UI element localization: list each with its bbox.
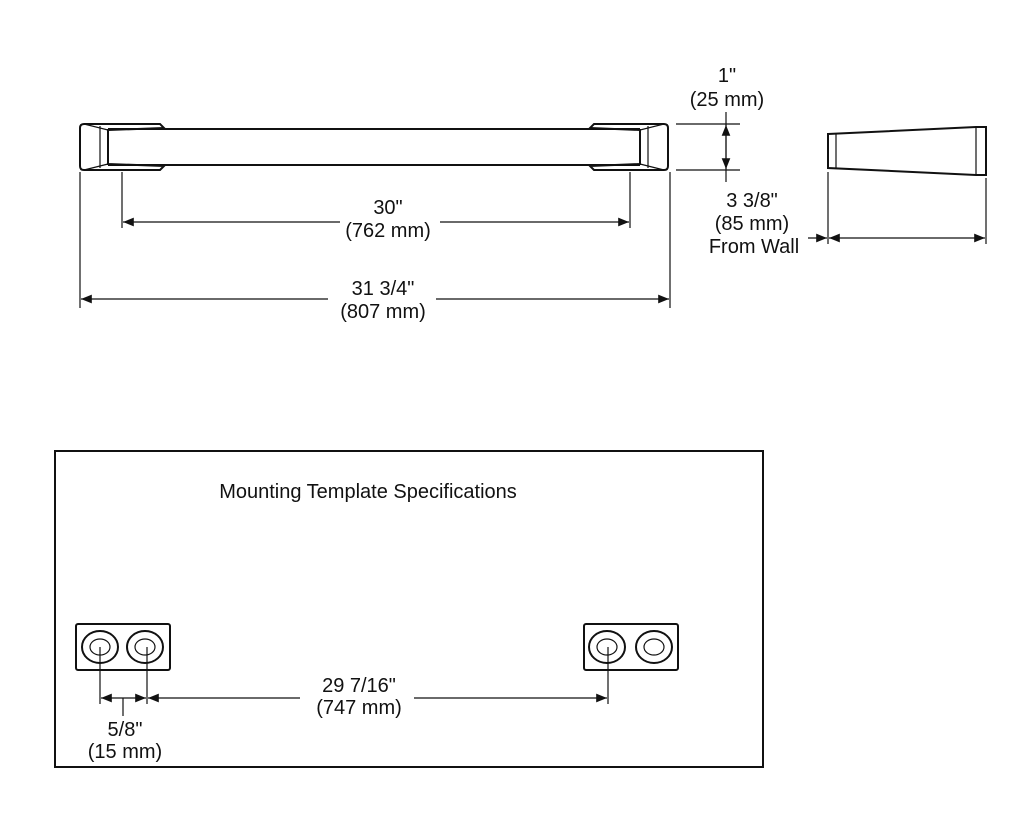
spacing-dim-imperial: 29 7/16" <box>322 675 396 697</box>
grab-bar-front-view <box>79 123 669 171</box>
spacing-dim-metric: (747 mm) <box>316 697 402 719</box>
hole-spacing-dimension: 29 7/16" (747 mm) <box>99 647 609 719</box>
center-dim-metric: (762 mm) <box>345 220 431 242</box>
right-flange <box>587 123 669 171</box>
projection-dim-imperial: 3 3/8" <box>726 190 778 212</box>
grab-bar-side-view <box>827 126 987 176</box>
center-dim-imperial: 30" <box>373 197 402 219</box>
diameter-dim-imperial: 1" <box>718 65 736 87</box>
right-mounting-plate <box>583 623 679 671</box>
overall-length-dimension: 31 3/4" (807 mm) <box>79 172 671 323</box>
projection-dim-note: From Wall <box>709 236 799 258</box>
diameter-dim-metric: (25 mm) <box>690 89 764 111</box>
offset-dim-metric: (15 mm) <box>88 741 162 763</box>
projection-dim-metric: (85 mm) <box>715 213 789 235</box>
center-to-center-dimension: 30" (762 mm) <box>121 172 631 242</box>
left-flange <box>79 123 167 171</box>
mounting-hole <box>588 630 626 664</box>
offset-dim-imperial: 5/8" <box>108 719 143 741</box>
mounting-hole <box>126 630 164 664</box>
mounting-template: Mounting Template Specifications <box>54 450 764 768</box>
projection-dimension: 3 3/8" (85 mm) From Wall <box>709 172 987 258</box>
mounting-hole <box>635 630 673 664</box>
bar-diameter-dimension: 1" (25 mm) <box>676 65 764 182</box>
template-title: Mounting Template Specifications <box>219 481 517 503</box>
overall-dim-imperial: 31 3/4" <box>352 278 415 300</box>
left-mounting-plate <box>75 623 171 671</box>
overall-dim-metric: (807 mm) <box>340 301 426 323</box>
hole-offset-dimension: 5/8" (15 mm) <box>88 693 162 763</box>
